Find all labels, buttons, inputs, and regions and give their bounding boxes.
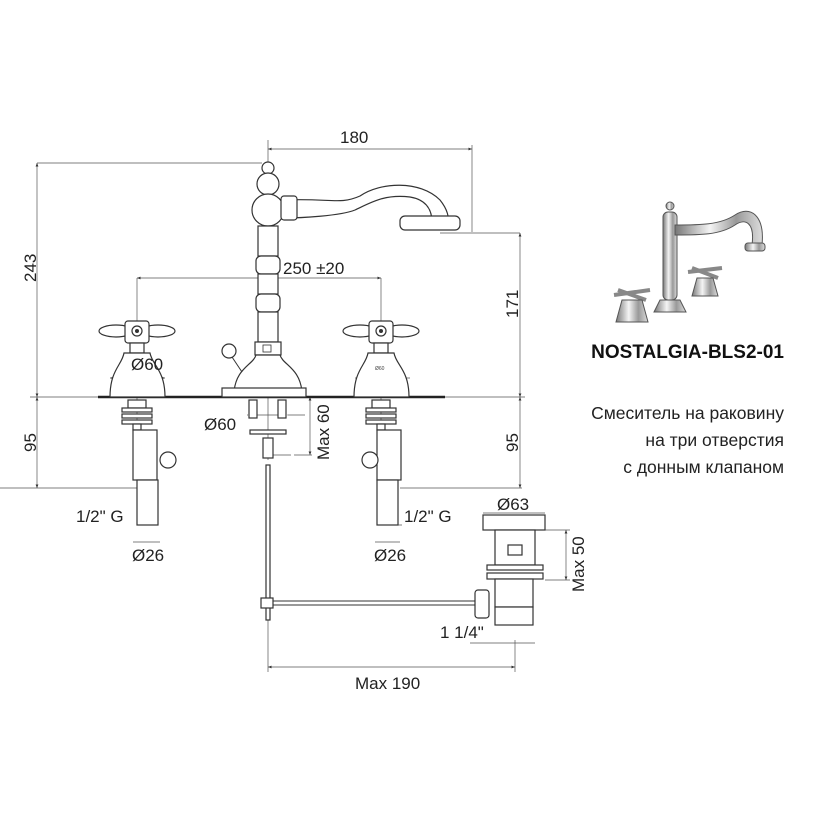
dim-thread-right: 1/2" G: [404, 507, 452, 526]
dim-max-60: Max 60: [314, 404, 333, 460]
spout-body: [221, 161, 461, 398]
product-photo: [613, 201, 766, 323]
right-valve: [361, 399, 402, 526]
dim-rod-length: Max 190: [355, 674, 420, 693]
dim-180: 180: [340, 128, 368, 147]
hoses: [175, 399, 363, 492]
left-valve: [121, 399, 177, 526]
dim-243: 243: [21, 254, 40, 282]
description-line: Смеситель на раковину: [591, 403, 784, 423]
dim-shank-right: Ø26: [374, 546, 406, 565]
product-model: NOSTALGIA-BLS2-01: [591, 342, 784, 363]
product-description: Смеситель на раковину на три отверстия с…: [591, 400, 784, 481]
dim-171: 171: [503, 290, 522, 318]
dim-escutcheon-left: Ø60: [131, 355, 163, 374]
right-handle: [342, 320, 420, 398]
drain-assembly: [260, 464, 546, 626]
dim-escutcheon-right: Ø60: [375, 366, 385, 372]
dim-drain-cap: Ø63: [497, 495, 529, 514]
dim-center-base: Ø60: [204, 415, 236, 434]
dim-drain-height: Max 50: [569, 536, 588, 592]
dim-thread-left: 1/2" G: [76, 507, 124, 526]
left-handle: [98, 320, 176, 398]
description-line: на три отверстия: [645, 430, 784, 450]
dim-95-right: 95: [503, 433, 522, 452]
dim-95-left: 95: [21, 433, 40, 452]
dim-drain-thread: 1 1/4": [440, 623, 484, 642]
dim-handle-spacing: 250 ±20: [283, 259, 344, 278]
dim-shank-left: Ø26: [132, 546, 164, 565]
description-line: с донным клапаном: [623, 457, 784, 477]
